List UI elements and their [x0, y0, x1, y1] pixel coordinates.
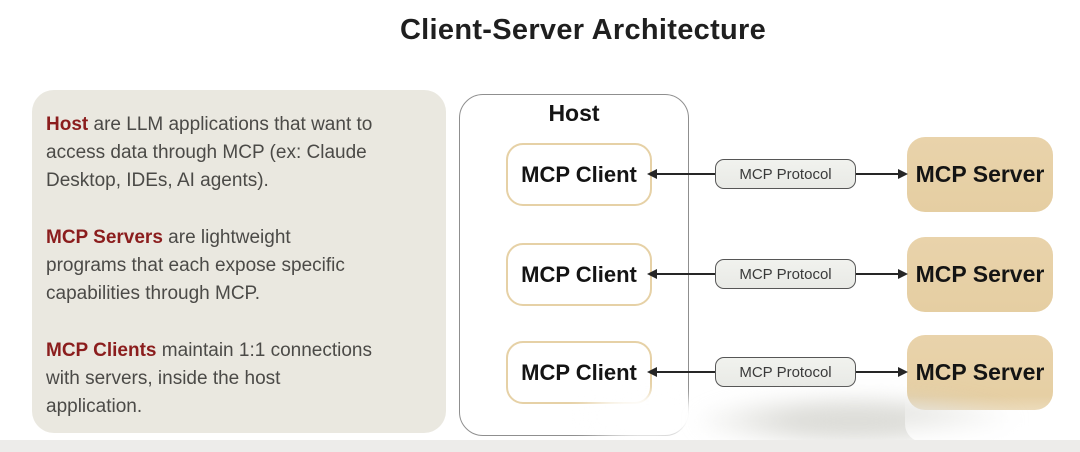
info-paragraph-clients-lead: MCP Clients	[46, 340, 157, 361]
mcp-server-box-1: MCP Server	[907, 137, 1053, 212]
mcp-protocol-label-1: MCP Protocol	[715, 159, 856, 189]
host-container: Host MCP Client MCP Client MCP Client	[459, 94, 689, 436]
arrowhead-right-2	[898, 268, 908, 279]
arrowhead-right-3	[898, 366, 908, 377]
mcp-server-box-2: MCP Server	[907, 237, 1053, 312]
arrowhead-right-1	[898, 168, 908, 179]
mcp-protocol-label-3: MCP Protocol	[715, 357, 856, 387]
info-paragraph-host: Host are LLM applications that want to a…	[46, 111, 432, 195]
arrowhead-left-2	[647, 268, 657, 279]
mcp-client-box-1: MCP Client	[506, 143, 652, 206]
info-paragraph-clients-body: maintain 1:1 connections with servers, i…	[46, 340, 372, 417]
arrowhead-left-1	[647, 168, 657, 179]
mcp-server-box-3: MCP Server	[907, 335, 1053, 410]
mcp-protocol-label-2: MCP Protocol	[715, 259, 856, 289]
info-panel: Host are LLM applications that want to a…	[32, 90, 446, 433]
mcp-client-box-2: MCP Client	[506, 243, 652, 306]
arrowhead-left-3	[647, 366, 657, 377]
info-paragraph-servers-body: are lightweight programs that each expos…	[46, 227, 345, 304]
info-paragraph-host-body: are LLM applications that want to access…	[46, 114, 373, 191]
host-label: Host	[548, 100, 600, 126]
info-paragraph-servers: MCP Servers are lightweight programs tha…	[46, 224, 432, 308]
info-paragraph-servers-lead: MCP Servers	[46, 227, 163, 248]
info-paragraph-clients: MCP Clients maintain 1:1 connections wit…	[46, 337, 432, 421]
info-paragraph-host-lead: Host	[46, 114, 89, 135]
diagram-title: Client-Server Architecture	[399, 14, 767, 46]
mcp-client-box-3: MCP Client	[506, 341, 652, 404]
bottom-edge-strip	[0, 440, 1080, 452]
